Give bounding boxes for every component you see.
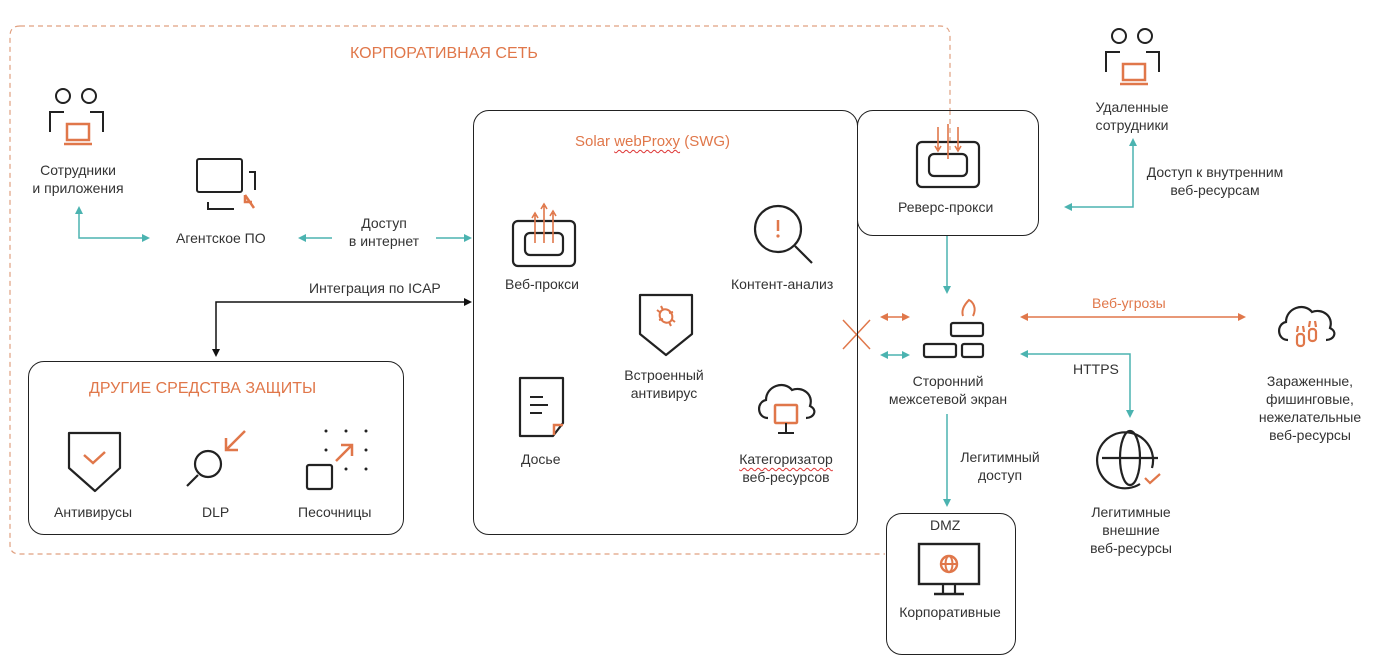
embedded-antivirus-label: Встроенный антивирус <box>624 367 704 401</box>
firewall-label: Сторонний межсетевой экран <box>888 373 1008 407</box>
employees-icon <box>49 88 104 146</box>
icap-connector <box>212 298 472 357</box>
legit-external-resources-label: Легитимные внешние веб-ресурсы <box>1090 504 1172 556</box>
categorizer-label: Категоризатор веб-ресурсов <box>739 451 833 485</box>
dossier-icon <box>518 376 565 438</box>
infected-cloud-icon <box>1278 305 1336 348</box>
reverse-proxy-icon <box>915 124 981 189</box>
connectors-layer <box>9 25 1246 555</box>
categorizer-cloud-icon <box>758 383 816 434</box>
agent-software-label: Агентское ПО <box>176 230 266 246</box>
corporate-network-title: КОРПОРАТИВНАЯ СЕТЬ <box>350 45 538 62</box>
agent-software-icon <box>196 158 256 210</box>
dmz-title: DMZ <box>930 517 961 533</box>
web-threats-label: Веб-угрозы <box>1092 295 1166 311</box>
icap-integration-label: Интеграция по ICAP <box>309 280 441 296</box>
internal-resources-access-label: Доступ к внутренним веб-ресурсам <box>1146 164 1284 198</box>
remote-access-connector <box>1064 138 1137 211</box>
web-proxy-icon <box>511 202 577 268</box>
dossier-label: Досье <box>521 451 561 467</box>
web-proxy-label: Веб-прокси <box>505 276 579 292</box>
https-label: HTTPS <box>1073 361 1119 377</box>
remote-employees-label: Удаленные сотрудники <box>1095 99 1169 133</box>
content-analysis-label: Контент-анализ <box>731 276 834 292</box>
swg-title: Solar webProxy (SWG) <box>575 133 731 150</box>
remote-employees-icon <box>1105 28 1160 86</box>
other-protection-title: ДРУГИЕ СРЕДСТВА ЗАЩИТЫ <box>89 380 317 397</box>
antivirus-label: Антивирусы <box>54 504 133 520</box>
globe-check-icon <box>1095 429 1161 490</box>
infected-resources-label: Зараженные, фишинговые, нежелательные ве… <box>1258 373 1362 443</box>
blocked-x-b <box>842 319 871 350</box>
corporate-network-boundary-left <box>9 25 885 555</box>
sandbox-icon <box>305 429 368 491</box>
corporate-server-monitor-icon <box>917 542 981 596</box>
swg-box <box>473 110 858 535</box>
other-protection-box <box>28 361 404 535</box>
corporate-resources-label: Корпоративные <box>899 604 1001 620</box>
https-connector <box>1020 350 1134 418</box>
dlp-label: DLP <box>202 504 230 520</box>
internet-access-label: Доступ в интернет <box>348 215 420 249</box>
corporate-network-boundary <box>20 25 951 110</box>
sandbox-label: Песочницы <box>298 504 372 520</box>
reverse-proxy-label: Реверс-прокси <box>898 199 994 215</box>
embedded-antivirus-icon <box>638 293 694 357</box>
content-analysis-icon <box>753 204 813 264</box>
reverse-proxy-box <box>857 110 1039 236</box>
legit-access-label: Легитимный доступ <box>960 449 1040 483</box>
shield-check-icon <box>67 431 122 493</box>
employees-to-agent-connector <box>75 206 150 242</box>
firewall-icon <box>922 298 985 359</box>
employees-label: Сотрудники и приложения <box>32 162 124 196</box>
magnifier-arrow-icon <box>186 430 246 487</box>
